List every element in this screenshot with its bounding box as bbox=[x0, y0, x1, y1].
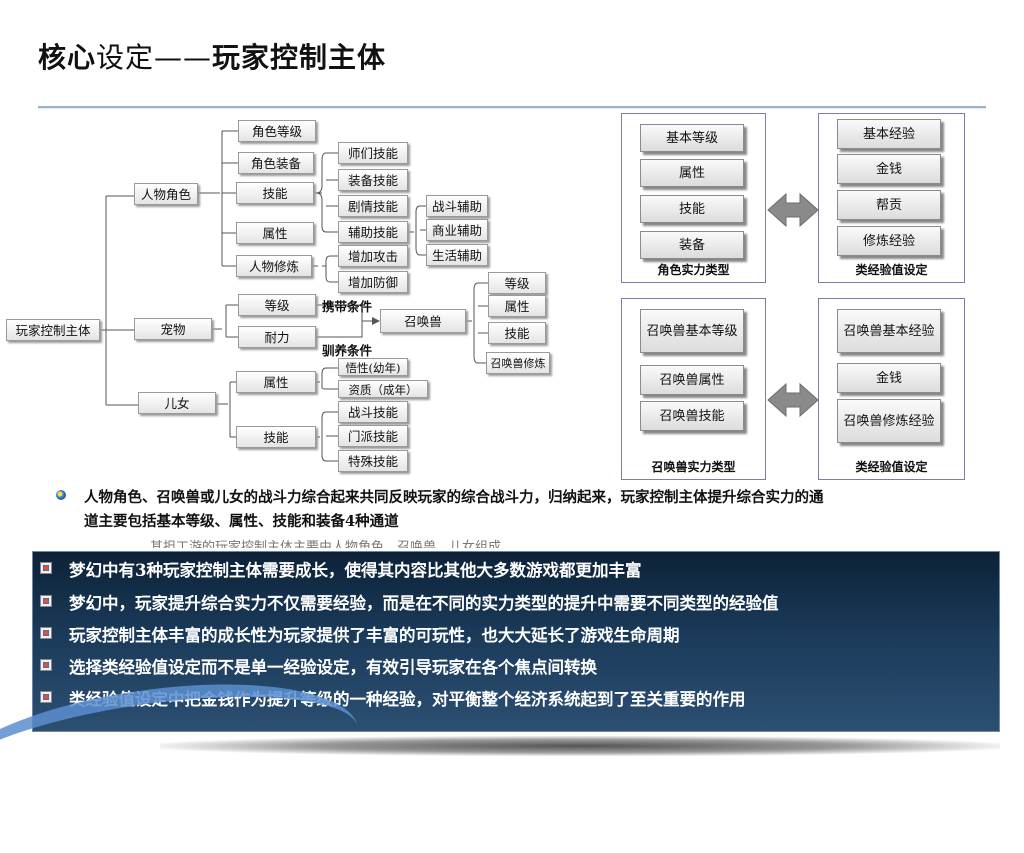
panel-item: 帮贡 bbox=[837, 190, 941, 220]
panel-item: 金钱 bbox=[837, 363, 941, 393]
node-beast-attr: 属性 bbox=[488, 295, 546, 317]
title-divider-shadow bbox=[38, 108, 986, 109]
panel-beast-power-types: 召唤兽基本等级 召唤兽属性 召唤兽技能 召唤兽实力类型 bbox=[621, 298, 766, 480]
node-char-attr: 属性 bbox=[236, 222, 314, 244]
panel-item: 基本经验 bbox=[837, 119, 941, 149]
page-title: 核心设定——玩家控制主体 bbox=[38, 41, 387, 74]
panel-arrows bbox=[767, 192, 819, 418]
panel-beast-exp-settings: 召唤兽基本经验 金钱 召唤兽修炼经验 类经验值设定 bbox=[818, 298, 965, 480]
summary-bullet: 人物角色、召唤兽或儿女的战斗力综合起来共同反映玩家的综合战斗力，归纳起来，玩家控… bbox=[84, 489, 824, 530]
node-add-defense: 增加防御 bbox=[338, 271, 408, 293]
label-tame-condition: 驯养条件 bbox=[322, 343, 373, 358]
node-aptitude: 资质（成年） bbox=[338, 380, 428, 398]
node-sect-skill: 师们技能 bbox=[338, 142, 408, 164]
node-pet-stamina: 耐力 bbox=[238, 326, 316, 348]
node-special-skill: 特殊技能 bbox=[338, 450, 408, 472]
double-arrow-icon bbox=[767, 192, 819, 228]
panel-item: 金钱 bbox=[837, 154, 941, 184]
key-point: 类经验值设定中把金钱作为提升等级的一种经验，对平衡整个经济系统起到了至关重要的作… bbox=[69, 690, 746, 709]
panel-item: 装备 bbox=[640, 231, 744, 259]
node-business-assist: 商业辅助 bbox=[426, 219, 488, 241]
node-sect-skill-child: 门派技能 bbox=[338, 425, 408, 447]
bullet-icon bbox=[56, 490, 66, 500]
panel-item: 召唤兽属性 bbox=[640, 365, 744, 395]
panel-item: 召唤兽基本经验 bbox=[837, 309, 941, 353]
panel-caption: 召唤兽实力类型 bbox=[651, 460, 736, 474]
node-beast-level: 等级 bbox=[488, 272, 546, 294]
node-child-skill: 技能 bbox=[236, 426, 316, 448]
panel-char-power-types: 基本等级 属性 技能 装备 角色实力类型 bbox=[621, 113, 766, 283]
key-point: 玩家控制主体丰富的成长性为玩家提供了丰富的可玩性，也大大延长了游戏生命周期 bbox=[69, 626, 680, 645]
node-pet: 宠物 bbox=[134, 318, 212, 340]
panel-caption: 角色实力类型 bbox=[657, 263, 730, 277]
key-point: 梦幻中有3种玩家控制主体需要成长，使得其内容比其他大多数游戏都更加丰富 bbox=[69, 561, 642, 580]
node-beast-cultivation: 召唤兽修炼 bbox=[486, 352, 550, 374]
label-carry-condition: 携带条件 bbox=[322, 299, 373, 314]
node-child-attr: 属性 bbox=[236, 371, 316, 393]
bullet-icon bbox=[40, 659, 52, 671]
key-point: 梦幻中，玩家提升综合实力不仅需要经验，而是在不同的实力类型的提升中需要不同类型的… bbox=[69, 594, 779, 613]
bullet-icon bbox=[40, 627, 52, 639]
bullet-icon bbox=[40, 595, 52, 607]
panel-item: 技能 bbox=[640, 195, 744, 223]
node-char-cultivation: 人物修炼 bbox=[236, 255, 312, 277]
panel-item: 召唤兽基本等级 bbox=[640, 309, 744, 353]
panel-caption: 类经验值设定 bbox=[855, 263, 928, 277]
tree-connectors bbox=[100, 130, 488, 462]
node-assist-skill: 辅助技能 bbox=[338, 221, 408, 243]
node-beast-skill: 技能 bbox=[488, 322, 546, 344]
node-equip-skill: 装备技能 bbox=[338, 169, 408, 191]
key-point: 选择类经验值设定而不是单一经验设定，有效引导玩家在各个焦点间转换 bbox=[69, 658, 597, 677]
tree-root-player-entity: 玩家控制主体 bbox=[6, 319, 100, 341]
node-battle-skill: 战斗技能 bbox=[338, 401, 408, 423]
panel-item: 基本等级 bbox=[640, 124, 744, 152]
bullet-icon bbox=[40, 562, 52, 574]
node-wisdom: 悟性(幼年) bbox=[338, 358, 408, 376]
key-points-box: 梦幻中有3种玩家控制主体需要成长，使得其内容比其他大多数游戏都更加丰富 梦幻中，… bbox=[32, 551, 1000, 732]
node-char-level: 角色等级 bbox=[238, 120, 316, 142]
node-battle-assist: 战斗辅助 bbox=[426, 195, 488, 217]
node-character: 人物角色 bbox=[134, 183, 198, 205]
node-pet-level: 等级 bbox=[238, 294, 316, 316]
node-story-skill: 剧情技能 bbox=[338, 195, 408, 217]
panel-item: 召唤兽技能 bbox=[640, 401, 744, 431]
node-life-assist: 生活辅助 bbox=[426, 244, 488, 266]
decorative-shadow bbox=[160, 736, 1000, 756]
node-summon-beast: 召唤兽 bbox=[380, 309, 466, 333]
panel-caption: 类经验值设定 bbox=[855, 460, 928, 474]
panel-item: 属性 bbox=[640, 159, 744, 187]
panel-exp-settings: 基本经验 金钱 帮贡 修炼经验 类经验值设定 bbox=[818, 113, 965, 283]
title-divider bbox=[38, 106, 986, 108]
double-arrow-icon bbox=[767, 382, 819, 418]
node-char-equip: 角色装备 bbox=[238, 152, 314, 174]
node-add-attack: 增加攻击 bbox=[338, 245, 408, 267]
partial-bullet: 其担工游的玩家控制主体主要由人物角色、召唤兽、儿女组成 bbox=[150, 540, 502, 548]
panel-item: 修炼经验 bbox=[837, 226, 941, 256]
node-children: 儿女 bbox=[138, 392, 216, 414]
bullet-icon bbox=[40, 691, 52, 703]
panel-item: 召唤兽修炼经验 bbox=[837, 399, 941, 443]
node-char-skill: 技能 bbox=[236, 182, 314, 204]
